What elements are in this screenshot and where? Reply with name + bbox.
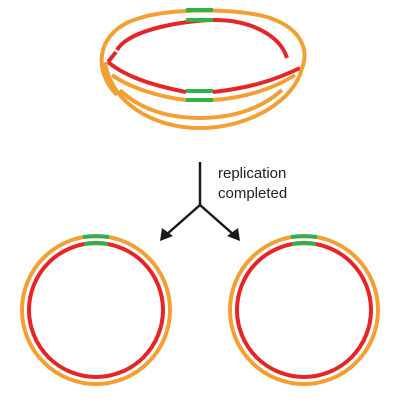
arrowhead-right [227,228,240,241]
parent-strand-bowl-inner [118,88,284,121]
parent-strand-outer [99,8,307,97]
split-arrow [160,162,240,241]
parent-strand-right [228,234,380,386]
daughter-molecule-right [228,234,380,386]
origin-mark-left-outer [82,234,110,239]
daughter-molecule-left [20,234,172,386]
parent-strand-lower-outer [103,61,304,131]
replication-intermediate [99,8,307,131]
daughter-strand-lower-left [106,60,187,94]
arrow-right-branch [199,204,235,236]
label-line-2: completed [218,185,288,202]
parent-strand-left [20,234,172,386]
daughter-strand-upper-end [106,50,118,64]
arrowhead-left [160,228,173,241]
daughter-strand-upper [115,17,289,59]
arrow-left-branch [165,204,201,236]
origin-mark-right-outer [290,234,318,239]
origin-mark-right-inner [291,241,317,246]
daughter-strand-right [235,241,373,379]
daughter-strand-lower-right [212,66,301,94]
label-line-1: replication [218,165,287,182]
daughter-strand-left [27,241,165,379]
origin-mark-left-inner [83,241,109,246]
